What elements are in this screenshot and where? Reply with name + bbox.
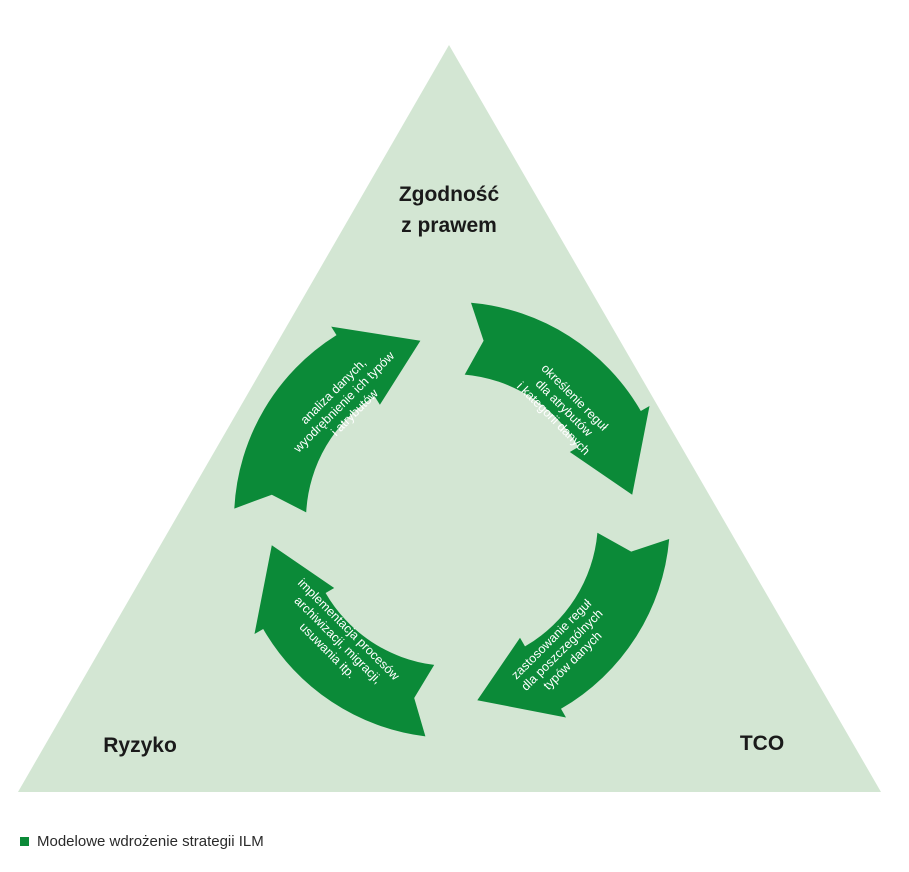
cycle-arrow-3 <box>477 532 670 718</box>
top-label-line1: Zgodność <box>399 183 500 206</box>
cycle-arrow-2 <box>464 302 650 495</box>
caption-text: Modelowe wdrożenie strategii ILM <box>37 833 264 850</box>
top-label-line2: z prawem <box>401 214 497 237</box>
caption-bullet <box>20 837 29 846</box>
left-label: Ryzyko <box>103 734 177 757</box>
cycle-arrow-1 <box>234 326 421 513</box>
background-triangle <box>18 45 881 792</box>
cycle-arrows <box>234 302 670 737</box>
right-label: TCO <box>740 732 784 755</box>
cycle-arrow-4 <box>254 545 435 737</box>
caption: Modelowe wdrożenie strategii ILM <box>20 833 264 850</box>
